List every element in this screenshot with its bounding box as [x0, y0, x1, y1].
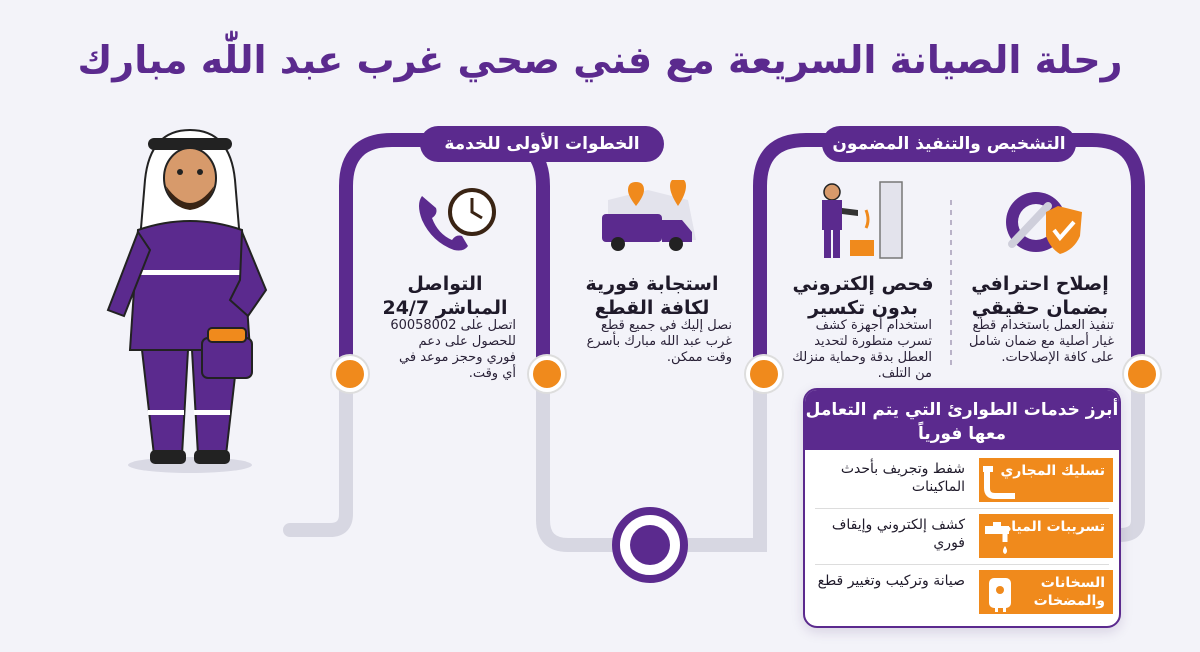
- step-marker-contact: [332, 356, 368, 392]
- phone-clock-icon: [419, 188, 496, 251]
- step-title-scan: فحص إلكتروني بدون تكسير: [792, 273, 934, 319]
- service-desc: كشف إلكتروني وإيقاف فوري: [831, 517, 965, 551]
- step-title-response: استجابة فورية لكافة القطع: [585, 273, 719, 319]
- service-category: السخانات والمضخات: [979, 570, 1113, 614]
- step-marker-response: [529, 356, 565, 392]
- step-marker-repair: [1124, 356, 1160, 392]
- panel-title: أبرز خدمات الطوارئ التي يتم التعامل معها…: [805, 390, 1119, 450]
- page-title: رحلة الصيانة السريعة مع فني صحي غرب عبد …: [77, 38, 1123, 82]
- section-diagnosis: التشخيص والتنفيذ المضمون: [822, 126, 1076, 162]
- emergency-services-panel: أبرز خدمات الطوارئ التي يتم التعامل معها…: [803, 388, 1121, 628]
- water-heater-icon: [989, 578, 1011, 612]
- section-first-steps: الخطوات الأولى للخدمة: [420, 126, 664, 162]
- service-row-leak: كشف إلكتروني وإيقاف فوري تسريبات المياه: [805, 510, 1119, 562]
- service-row-heater: صيانة وتركيب وتغيير قطع السخانات والمضخا…: [805, 566, 1119, 618]
- service-category: تسريبات المياه: [979, 514, 1113, 558]
- pipe-icon: [983, 466, 1015, 499]
- service-row-drain: شفط وتجريف بأحدث الماكينات تسليك المجاري: [805, 454, 1119, 506]
- van-map-icon: [602, 180, 696, 251]
- service-category: تسليك المجاري: [979, 458, 1113, 502]
- step-desc-scan: استخدام أجهزة كشف تسرب متطورة لتحديد الع…: [792, 318, 932, 381]
- technician-illustration: [106, 128, 268, 473]
- step-title-contact: التواصل المباشر 24/7: [382, 273, 508, 319]
- step-marker-scan: [746, 356, 782, 392]
- step-desc-repair: تنفيذ العمل باستخدام قطع غيار أصلية مع ض…: [969, 318, 1114, 365]
- step-desc-contact: اتصل على 60058002 للحصول على دعم فوري وح…: [390, 318, 516, 381]
- faucet-icon: [985, 522, 1009, 554]
- technician-scan-icon: [822, 181, 903, 259]
- step-title-repair: إصلاح احترافي بضمان حقيقي: [971, 273, 1109, 319]
- service-desc: شفط وتجريف بأحدث الماكينات: [840, 461, 965, 495]
- service-desc: صيانة وتركيب وتغيير قطع: [817, 573, 965, 589]
- step-desc-response: نصل إليك في جميع قطع غرب عبد الله مبارك …: [586, 318, 732, 365]
- gear-wrench-shield-icon: [1006, 192, 1082, 254]
